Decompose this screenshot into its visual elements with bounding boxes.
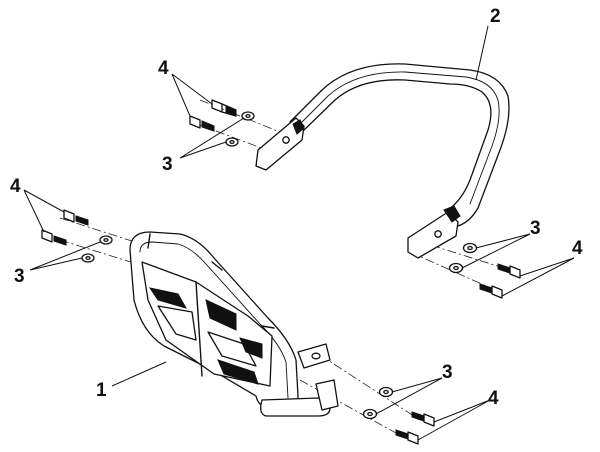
- axis-left-2: [59, 239, 151, 269]
- plate-cutout-3: [205, 299, 237, 331]
- fastener-set-upper-left: [189, 99, 255, 147]
- frame-mount-tab-hole: [311, 352, 321, 360]
- leader-washer-right-upper: [461, 233, 531, 269]
- callout-bolt-upper-left: 4: [158, 58, 169, 79]
- callout-washer-left: 3: [14, 266, 25, 287]
- callout-washer-right-lower: 3: [442, 362, 453, 383]
- plate-cutout-4: [207, 331, 257, 367]
- frame-band-3: [261, 325, 275, 329]
- leader-part2: [475, 25, 489, 81]
- callout-washer-right-upper: 3: [530, 218, 541, 239]
- callout-washer-upper-left: 3: [162, 154, 173, 175]
- callout-bolt-right-lower: 4: [488, 388, 499, 409]
- plate-divider: [195, 281, 203, 377]
- leader-part1: [111, 361, 167, 387]
- bolt-right-lower-a: [411, 411, 435, 427]
- plate-cutout-6: [239, 337, 263, 359]
- plate-cutout-2: [157, 305, 197, 341]
- callout-part1: 1: [96, 380, 107, 401]
- fastener-set-left: [41, 209, 113, 263]
- frame-band-1: [147, 233, 151, 249]
- part-2-rear-rail: [255, 63, 510, 259]
- bolt-left-b: [41, 229, 67, 246]
- frame-tube-inner-line: [139, 241, 289, 399]
- rail-bracket-right-weld: [443, 205, 461, 223]
- plate-cutout-1: [148, 287, 188, 309]
- frame-band-2: [211, 261, 223, 271]
- fastener-set-right-upper: [448, 242, 521, 299]
- leader-bolt-left: [23, 189, 65, 233]
- bolt-right-upper-a: [497, 263, 521, 279]
- part-1-guard-frame: [129, 231, 339, 417]
- frame-mount-tab-lower: [315, 379, 339, 411]
- bolt-right-lower-b: [395, 429, 419, 445]
- callout-labels: 2 1 4 3 4 3 3 4 3 4: [10, 6, 583, 409]
- rail-tube-outer: [289, 63, 510, 227]
- leader-bolt-right-lower: [417, 399, 491, 441]
- rail-bracket-right-hole: [434, 230, 442, 238]
- bolt-right-upper-b: [479, 283, 503, 299]
- axis-right-lower: [319, 354, 421, 421]
- callout-part2: 2: [490, 6, 501, 27]
- plate-cutout-5: [217, 359, 259, 385]
- callout-bolt-right-upper: 4: [572, 238, 583, 259]
- rail-bracket-left-hole: [282, 136, 290, 144]
- leader-washer-upper-left: [179, 117, 245, 159]
- callout-bolt-left: 4: [10, 176, 21, 197]
- rail-tube-inner-line: [296, 71, 500, 205]
- bolt-upper-left-b: [189, 115, 215, 132]
- leader-washer-left: [29, 241, 101, 271]
- rail-bracket-left-weld: [292, 119, 305, 135]
- bolt-left-a: [63, 209, 89, 226]
- fastener-set-right-lower: [362, 386, 435, 445]
- bolt-upper-left-a: [211, 99, 237, 117]
- rail-bracket-left: [255, 117, 305, 171]
- leader-bolt-upper-left: [171, 73, 213, 117]
- leader-washer-right-lower: [375, 377, 443, 415]
- leader-lines: [23, 25, 575, 441]
- leader-bolt-right-upper: [501, 257, 575, 297]
